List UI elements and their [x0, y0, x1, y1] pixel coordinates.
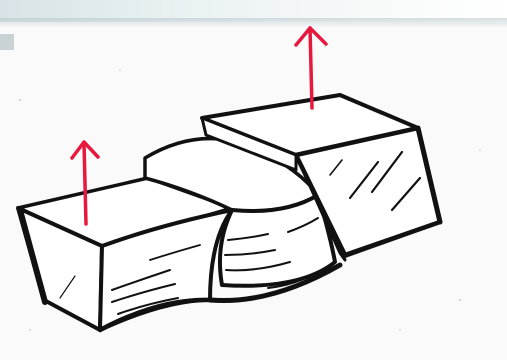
right-up-arrow: [296, 28, 326, 108]
left-block: [18, 178, 232, 330]
